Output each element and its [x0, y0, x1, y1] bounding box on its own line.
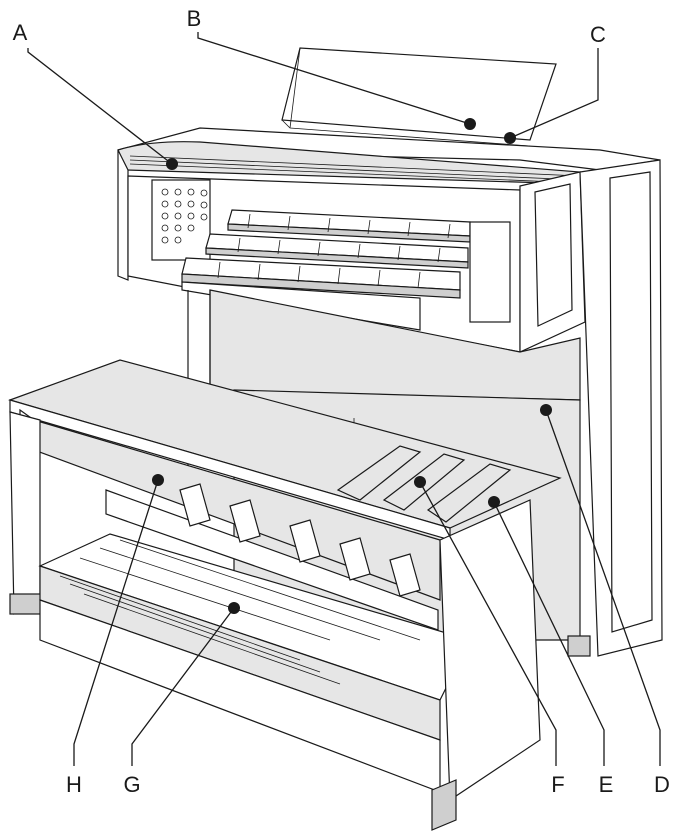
- callout-label-a: A: [13, 20, 28, 45]
- manuals: [181, 209, 471, 331]
- callout-label-c: C: [590, 22, 606, 47]
- pedalboard: [38, 483, 591, 831]
- music-stand: [281, 47, 557, 147]
- callout-label-f: F: [551, 772, 564, 797]
- callout-label-e: E: [599, 772, 614, 797]
- leader-lines: [27, 32, 661, 766]
- callout-label-b: B: [187, 6, 202, 31]
- callout-label-h: H: [66, 772, 82, 797]
- callout-label-d: D: [654, 772, 670, 797]
- callout-labels: A B C D E F G H: [13, 6, 670, 797]
- stop-buttons-left: [161, 188, 208, 244]
- callout-label-g: G: [123, 772, 140, 797]
